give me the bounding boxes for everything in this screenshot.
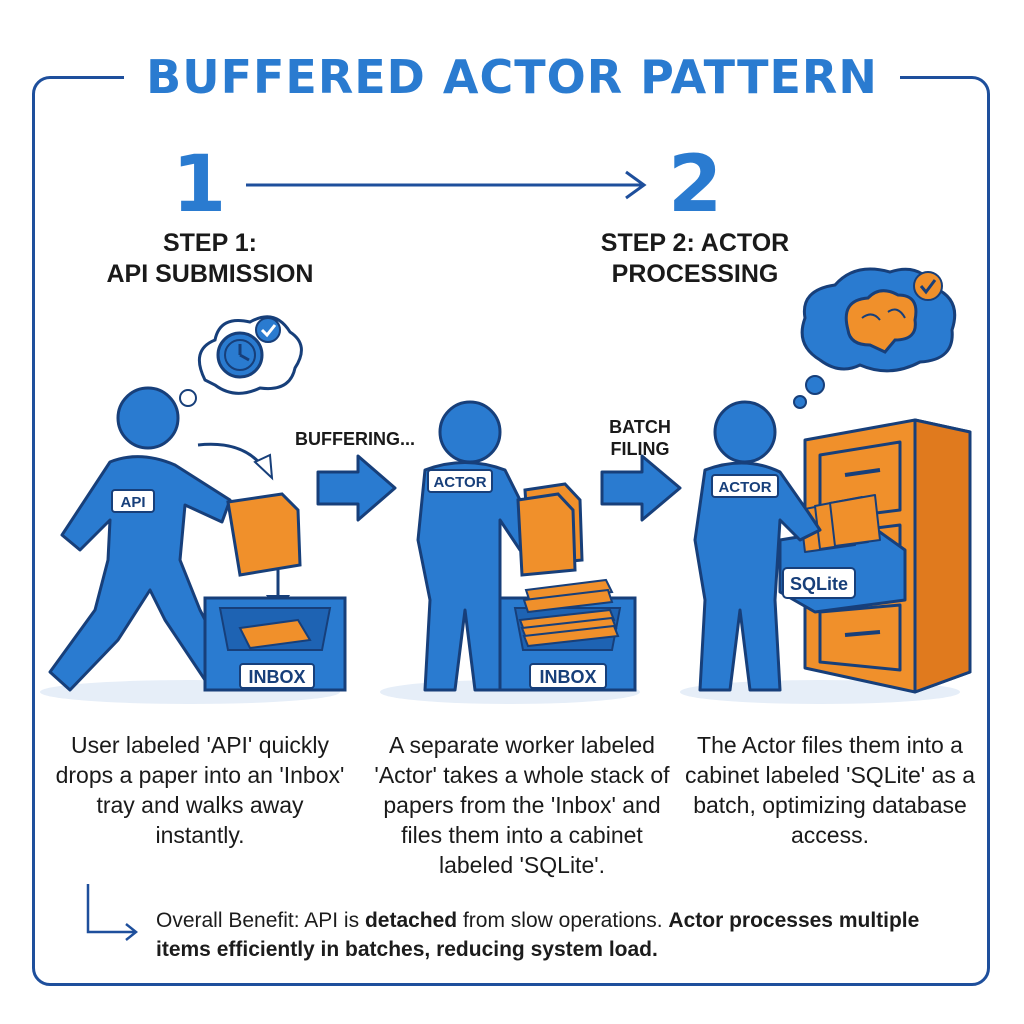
clock-icon <box>164 315 303 418</box>
description-3: The Actor files them into a cabinet labe… <box>684 732 976 848</box>
actor-figure-2 <box>693 400 822 692</box>
api-tag <box>111 489 155 513</box>
inbox-tray-icon-2 <box>498 578 637 692</box>
sqlite-label: SQLite <box>790 574 848 594</box>
step-2-number: 2 <box>668 140 723 230</box>
inbox-1-label: INBOX <box>248 667 305 687</box>
filing-cabinet-icon <box>778 418 972 694</box>
api-user-figure <box>48 386 234 692</box>
description-2: A separate worker labeled 'Actor' takes … <box>374 732 670 878</box>
description-1: User labeled 'API' quickly drops a paper… <box>55 732 345 848</box>
return-arrow-icon <box>86 884 139 941</box>
step-1-number: 1 <box>172 140 227 230</box>
buffering-label: BUFFERING... <box>295 429 415 449</box>
actor-tag-1-text: ACTOR <box>433 474 486 491</box>
inbox-2-label: INBOX <box>539 667 596 687</box>
actor-tag-2-text: ACTOR <box>718 479 771 496</box>
step-2-label: STEP 2: ACTOR PROCESSING <box>600 229 790 288</box>
arrow-icon <box>316 454 682 522</box>
step-1-label: STEP 1: API SUBMISSION <box>106 229 314 288</box>
inbox-tray-icon <box>203 596 347 692</box>
batch-filing-label: BATCH FILING <box>609 417 671 459</box>
actor-tag-1 <box>427 469 493 493</box>
benefit-part-4: Actor processes multiple items efficient… <box>156 909 920 961</box>
overall-benefit: Overall Benefit: API is detached from sl… <box>156 906 956 964</box>
page-title: BUFFERED ACTOR PATTERN <box>0 50 1024 104</box>
api-tag-text: API <box>120 494 145 511</box>
actor-tag-2 <box>711 474 779 498</box>
document-icon <box>226 492 302 577</box>
benefit-part-1: Overall Benefit: API is <box>156 909 365 932</box>
check-icon <box>913 271 943 301</box>
benefit-part-3: from slow operations. <box>457 909 669 932</box>
actor-figure <box>416 400 542 692</box>
benefit-part-2: detached <box>364 909 458 932</box>
